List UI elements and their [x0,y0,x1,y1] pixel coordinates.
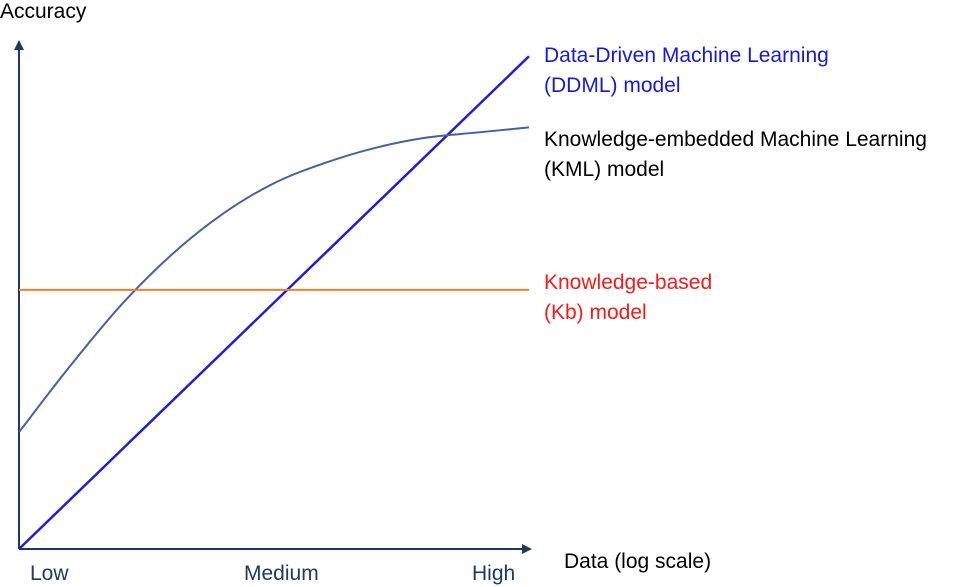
series-label-kb-line1: Knowledge-based [544,271,713,294]
series-label-kml: Knowledge-embedded Machine Learning (KML… [544,125,927,185]
series-label-ddml-line1: Data-Driven Machine Learning [544,44,829,67]
series-label-ddml-line2: (DDML) model [544,74,681,97]
x-axis-arrowhead [522,544,532,554]
series-label-kml-line1: Knowledge-embedded Machine Learning [544,128,927,151]
series-label-kb-line2: (Kb) model [544,301,647,324]
x-axis-title: Data (log scale) [564,550,712,573]
series-label-kml-line2: (KML) model [544,158,665,181]
series-line-ddml [18,55,530,550]
series-label-kb: Knowledge-based (Kb) model [544,268,712,328]
y-axis-arrowhead [14,40,24,50]
x-tick-low: Low [30,562,69,585]
x-tick-medium: Medium [244,562,319,585]
y-axis-title: Accuracy [0,0,87,23]
x-tick-high: High [472,562,516,585]
series-line-kml [18,126,530,433]
series-label-ddml: Data-Driven Machine Learning (DDML) mode… [544,41,829,101]
